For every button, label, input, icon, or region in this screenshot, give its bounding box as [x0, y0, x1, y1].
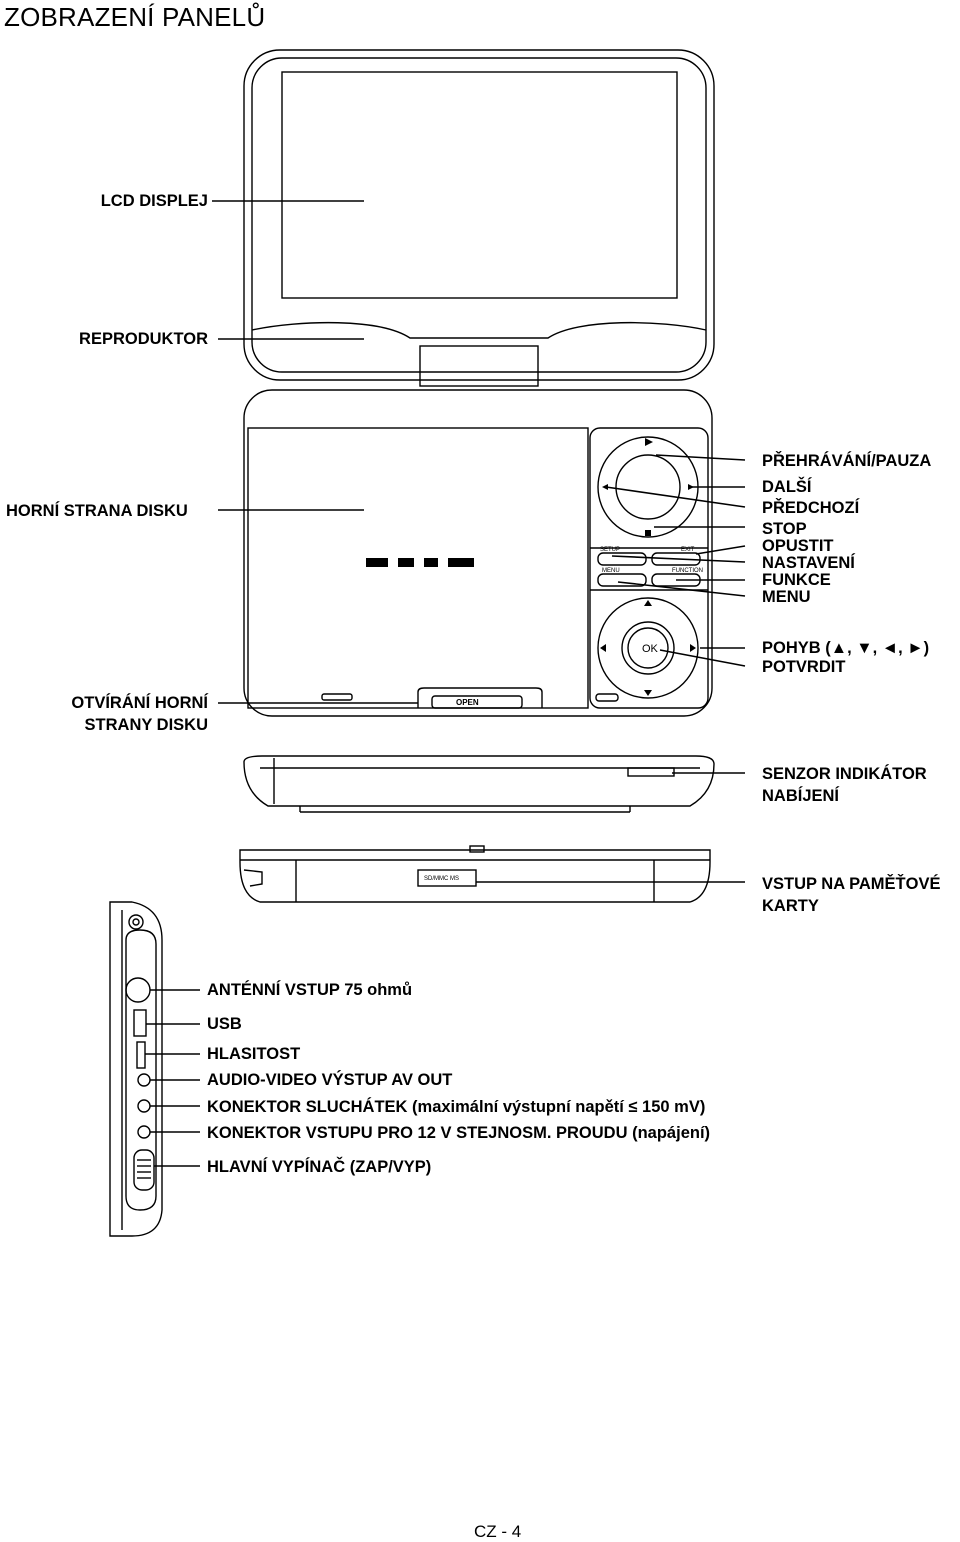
label-speaker: REPRODUKTOR: [79, 330, 208, 348]
format-logos: [366, 558, 474, 567]
open-marking: OPEN: [456, 698, 479, 707]
open-latch: [431, 695, 523, 709]
page-title: ZOBRAZENÍ PANELŮ: [4, 2, 266, 32]
label-sensor-1: SENZOR INDIKÁTOR: [762, 765, 927, 783]
screen-lid: [243, 49, 715, 387]
charge-sensor: [627, 767, 675, 777]
av-jack: [137, 1073, 151, 1087]
hinge: [419, 345, 539, 387]
label-power-switch: HLAVNÍ VYPÍNAČ (ZAP/VYP): [207, 1158, 432, 1176]
label-move: POHYB (▲, ▼, ◄, ►): [762, 639, 930, 657]
antenna-jack: [125, 977, 151, 1003]
power-switch: [133, 1149, 155, 1191]
stop-icon: [645, 530, 651, 536]
menu-marking: MENU: [602, 568, 620, 574]
side-view: [109, 901, 163, 1237]
label-card-1: VSTUP NA PAMĚŤOVÉ: [762, 875, 941, 893]
base-top: [243, 389, 713, 717]
next-icon: [688, 484, 694, 490]
label-sensor-2: NABÍJENÍ: [762, 787, 840, 805]
page-number: CZ - 4: [474, 1522, 522, 1541]
label-volume: HLASITOST: [207, 1045, 301, 1063]
leader-lines: [145, 200, 746, 1167]
lcd-screen: [281, 71, 678, 299]
headphone-jack: [137, 1099, 151, 1113]
label-disc-top: HORNÍ STRANA DISKU: [6, 502, 188, 520]
ok-button-shape: [621, 621, 675, 675]
label-next: DALŠÍ: [762, 478, 812, 496]
usb-port: [133, 1009, 147, 1037]
exit-button-shape: [651, 552, 701, 566]
disc-lid: [247, 427, 589, 709]
label-confirm: POTVRDIT: [762, 658, 846, 676]
nav-ring: [597, 597, 699, 699]
label-play-pause: PŘEHRÁVÁNÍ/PAUZA: [762, 452, 932, 470]
up-arrow-icon: [644, 600, 652, 606]
menu-button-shape: [597, 573, 647, 587]
function-marking: FUNCTION: [672, 568, 703, 574]
label-av-out: AUDIO-VIDEO VÝSTUP AV OUT: [207, 1071, 453, 1089]
label-disc-open-2: STRANY DISKU: [84, 716, 208, 734]
label-function: FUNKCE: [762, 571, 831, 589]
volume-wheel: [136, 1041, 146, 1069]
label-usb: USB: [207, 1015, 242, 1033]
right-arrow-icon: [690, 644, 696, 652]
ok-marking: OK: [642, 643, 659, 655]
exit-marking: EXIT: [681, 547, 695, 553]
control-panel: [589, 427, 709, 709]
label-disc-open-1: OTVÍRÁNÍ HORNÍ: [71, 694, 208, 712]
left-arrow-icon: [600, 644, 606, 652]
label-card-2: KARTY: [762, 897, 819, 915]
setup-button-shape: [597, 552, 647, 566]
card-slot-marking: SD/MMC MS: [424, 876, 459, 882]
setup-marking: SETUP: [600, 547, 620, 553]
prev-icon: [602, 484, 608, 490]
down-arrow-icon: [644, 690, 652, 696]
control-glyphs: [600, 438, 696, 696]
label-menu: MENU: [762, 588, 811, 606]
label-prev: PŘEDCHOZÍ: [762, 499, 860, 517]
dc-jack: [137, 1125, 151, 1139]
play-pause-icon: [645, 438, 653, 446]
label-antenna: ANTÉNNÍ VSTUP 75 ohmů: [207, 981, 413, 999]
label-headphones: KONEKTOR SLUCHÁTEK (maximální výstupní n…: [207, 1098, 706, 1116]
label-lcd: LCD DISPLEJ: [100, 192, 208, 210]
label-setup: NASTAVENÍ: [762, 554, 855, 572]
front-view: [243, 755, 715, 813]
label-dc-in: KONEKTOR VSTUPU PRO 12 V STEJNOSM. PROUD…: [207, 1124, 711, 1142]
label-exit: OPUSTIT: [762, 537, 834, 555]
card-slot: [417, 869, 477, 887]
rear-view: [239, 845, 711, 903]
label-stop: STOP: [762, 520, 807, 538]
transport-ring: [597, 436, 699, 538]
transport-center: [615, 454, 681, 520]
